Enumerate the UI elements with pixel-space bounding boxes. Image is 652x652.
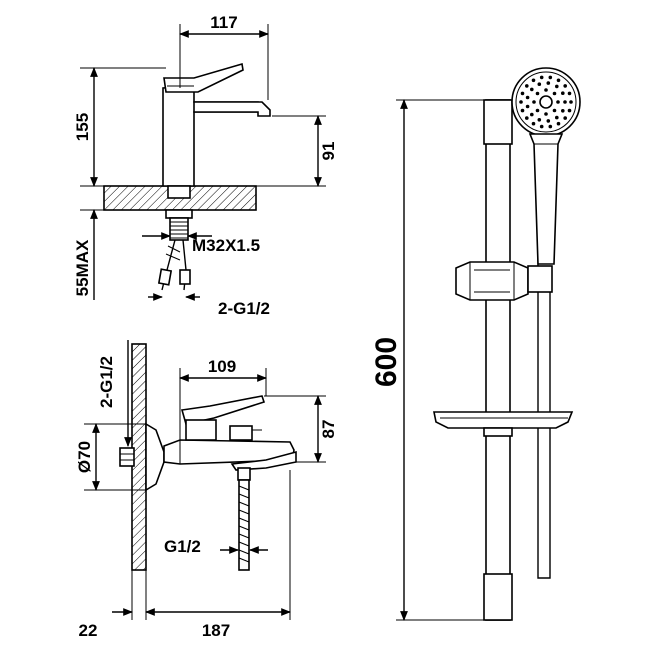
shower-nozzle-dot (519, 100, 523, 104)
shower-nozzle-dot (525, 95, 530, 100)
bath-wall-label: 22 (79, 621, 98, 640)
shower-nozzle-dot (548, 124, 553, 129)
bath-outlet-label: G1/2 (164, 537, 201, 556)
shower-nozzle-dot (544, 88, 548, 92)
shower-nozzle-dot (525, 104, 530, 109)
shower-handset (511, 67, 581, 265)
shower-nozzle-dot (563, 100, 567, 104)
shower-nozzle-dot (531, 78, 536, 83)
shower-nozzle-dot (520, 91, 525, 96)
shower-nozzle-dot (563, 84, 567, 88)
shower-rail (485, 99, 511, 621)
basin-mixer-view: 117 155 91 55MAX M32X1.5 2-G1/2 (73, 13, 338, 318)
shower-nozzle-dot (546, 119, 551, 123)
shower-nozzle-dot (569, 100, 573, 104)
bath-inlet-label: 2-G1/2 (97, 356, 116, 408)
basin-threaded-shank (169, 217, 189, 241)
shower-nozzle-dot (535, 108, 540, 113)
shower-nozzle-dot (567, 91, 572, 96)
shower-nozzle-dot (567, 108, 572, 113)
bath-flange-label: Ø70 (75, 441, 94, 473)
shower-nozzle-dot (556, 100, 560, 104)
shower-nozzle-dot (537, 118, 542, 122)
shower-nozzle-dot (552, 91, 557, 96)
shower-nozzle-dot (531, 121, 536, 126)
basin-max-deck-label: 55MAX (73, 239, 92, 296)
bath-mixer-view: 109 87 2-G1/2 Ø70 G1/2 22 187 (75, 340, 338, 640)
shower-slider (455, 261, 529, 301)
basin-thread-label: M32X1.5 (192, 236, 260, 255)
shower-rail-length-label: 600 (370, 337, 403, 387)
shower-nozzle-dot (525, 84, 529, 88)
shower-nozzle-dot (563, 116, 567, 120)
shower-nozzle-dot (539, 75, 544, 80)
shower-nozzle-dot (555, 115, 559, 120)
shower-nozzle-dot (552, 108, 557, 113)
basin-lever-handle (163, 62, 244, 93)
basin-width-label: 117 (210, 13, 237, 32)
shower-nozzle-dot (556, 78, 561, 83)
bath-height-label: 87 (319, 420, 338, 439)
basin-height-label: 155 (73, 113, 92, 141)
basin-hose-label: 2-G1/2 (218, 299, 270, 318)
shower-nozzle-dot (520, 108, 525, 113)
shower-nozzle-dot (546, 81, 551, 85)
shower-nozzle-dot (537, 82, 542, 86)
shower-rail-view: 600 (370, 67, 581, 621)
shower-nozzle-dot (561, 91, 565, 95)
bath-depth-label: 187 (202, 621, 230, 640)
basin-spout-height-label: 91 (319, 142, 338, 161)
shower-nozzle-dot (548, 75, 553, 80)
bath-hose (237, 467, 251, 571)
basin-flex-hoses (157, 239, 191, 291)
basin-shank (167, 185, 191, 199)
shower-nozzle-dot (544, 112, 548, 116)
shower-nozzle-dot (539, 124, 544, 129)
shower-nozzle-dot (530, 112, 534, 117)
shower-nozzle-dot (535, 91, 540, 96)
basin-spout (193, 101, 271, 117)
shower-nozzle-dot (525, 116, 529, 120)
shower-nozzle-dot (530, 87, 534, 92)
basin-mixer-body (162, 85, 259, 187)
shower-nozzle-dot (561, 109, 565, 113)
bath-flange (145, 422, 165, 492)
shower-soap-dish (433, 411, 574, 429)
bath-projection-label: 109 (208, 357, 236, 376)
shower-nozzle-dot (555, 84, 559, 89)
shower-nozzle-dot (556, 121, 561, 126)
shower-nozzle-dot (532, 100, 536, 104)
